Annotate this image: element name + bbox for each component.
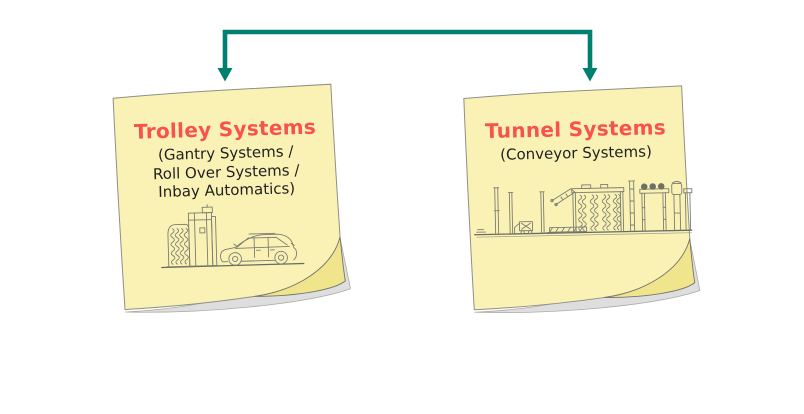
- ground-line: [476, 232, 692, 238]
- note-corner-curl: [254, 236, 346, 297]
- ground-line: [474, 229, 693, 236]
- wheel-cart-sketch: [514, 221, 534, 235]
- note-corner-curl: [603, 238, 696, 299]
- note-title: Tunnel Systems: [484, 115, 667, 144]
- split-arrow-connector: [217, 29, 598, 82]
- gantry-machine-sketch: [166, 204, 218, 268]
- entry-arch-posts: [476, 187, 545, 235]
- connector-line: [222, 29, 593, 69]
- dryer-unit-sketch: [639, 183, 670, 232]
- rollover-carwash-sketch: [161, 204, 305, 269]
- support-mast-sketch: [628, 180, 636, 232]
- sticky-note-paper: [463, 85, 701, 314]
- dosing-unit-sketch: [671, 181, 693, 232]
- sticky-note-paper: [112, 83, 351, 313]
- note-subtitle: (Gantry Systems / Roll Over Systems / In…: [108, 141, 343, 203]
- suv-car-sketch: [220, 232, 297, 266]
- sticky-note-trolley: Trolley Systems (Gantry Systems / Roll O…: [105, 80, 359, 321]
- tunnel-carwash-sketch: [474, 180, 693, 238]
- arrow-down-icon: [582, 68, 598, 82]
- arrow-down-icon: [217, 68, 233, 82]
- sticky-note-tunnel: Tunnel Systems (Conveyor Systems): [456, 81, 709, 320]
- brush-station-sketch: [571, 184, 625, 234]
- conveyor-track-sketch: [543, 226, 588, 234]
- spray-boom-sketch: [550, 188, 576, 207]
